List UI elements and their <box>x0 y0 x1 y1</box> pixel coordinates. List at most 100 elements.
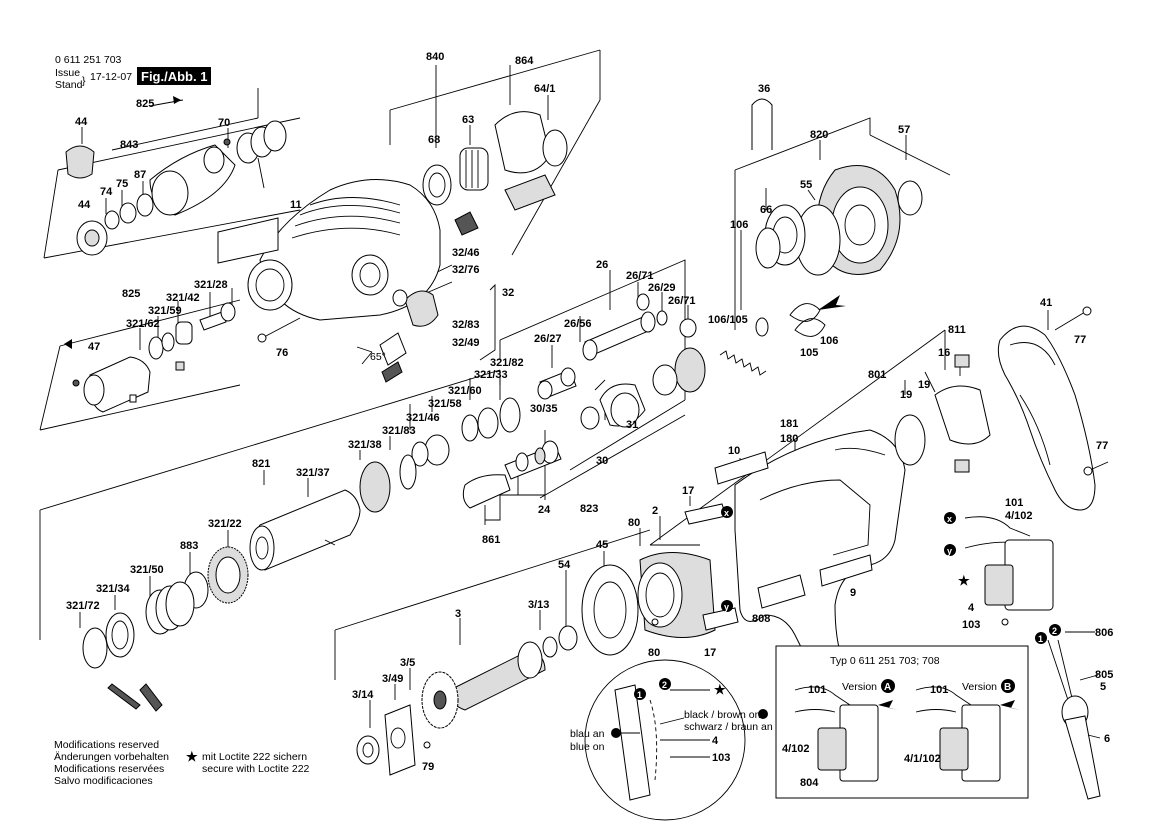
plate-9 <box>819 554 873 587</box>
blue-on-de: blau an <box>570 728 605 740</box>
motor-housing-801 <box>734 429 906 671</box>
marker-1-text <box>611 728 621 738</box>
key-part <box>504 174 556 211</box>
star-icon: ★ <box>186 749 198 764</box>
label-64-1: 64/1 <box>534 83 555 95</box>
label-75: 75 <box>116 178 128 190</box>
clip-321-72 <box>82 627 108 669</box>
star-marker-a: ★ <box>958 573 970 588</box>
spring-106 <box>719 350 767 376</box>
label-825-mid: 825 <box>122 288 140 300</box>
ring-321-33 <box>477 407 499 439</box>
label-321-60: 321/60 <box>448 385 482 397</box>
note-modifications-fr: Modifications reservées <box>54 763 164 775</box>
marker-2-text <box>758 709 768 719</box>
assembly-impact-mechanism: 321/82 321/33 321/60 321/58 321/46 321/8… <box>39 357 524 712</box>
ring-26-29 <box>656 310 668 326</box>
brush-16b <box>954 459 970 473</box>
arrow-825 <box>64 339 72 349</box>
brace: } <box>82 75 86 87</box>
label-80-top: 80 <box>628 517 640 529</box>
assembly-gear-shaft: 24 861 823 <box>462 414 686 546</box>
marker-x-1 <box>721 506 733 518</box>
ring-321-82 <box>499 397 521 433</box>
marker-1-cord-text: 1 <box>1038 634 1043 644</box>
fig-label-box <box>137 67 211 85</box>
label-79: 79 <box>422 761 434 773</box>
label-19-left: 19 <box>900 389 912 401</box>
label-321-83: 321/83 <box>382 425 416 437</box>
label-321-28: 321/28 <box>194 279 228 291</box>
version-a-marker-text: A <box>884 682 891 693</box>
label-806: 806 <box>1095 627 1113 639</box>
label-321-34: 321/34 <box>96 583 131 595</box>
marker-y-1 <box>721 600 733 612</box>
fig-label: Fig./Abb. 1 <box>141 69 207 84</box>
ring-321-38 <box>359 461 391 513</box>
label-105: 105 <box>800 347 818 359</box>
label-66: 66 <box>760 204 772 216</box>
label-26-29: 26/29 <box>648 282 676 294</box>
label-19-right: 19 <box>918 379 930 391</box>
label-103-inset: 103 <box>712 752 730 764</box>
label-32-76: 32/76 <box>452 264 480 276</box>
label-321-37: 321/37 <box>296 467 330 479</box>
version-b-marker-text: B <box>1004 682 1011 693</box>
label-70: 70 <box>218 117 230 129</box>
spring-clip-105 <box>789 303 821 322</box>
brush-32-49 <box>379 332 407 366</box>
plate-10 <box>714 451 769 485</box>
clutch-864 <box>494 111 551 174</box>
gear-31 <box>674 347 706 393</box>
marker-2-inset <box>659 678 671 690</box>
pin-a <box>107 683 141 710</box>
label-65deg: 65° <box>370 351 386 363</box>
o-ring-32-76 <box>392 289 408 307</box>
label-32-83: 32/83 <box>452 319 480 331</box>
label-63: 63 <box>462 114 474 126</box>
type-box: Typ 0 611 251 703; 708 Version A 101 4/1… <box>775 645 1029 799</box>
label-321-59: 321/59 <box>148 305 182 317</box>
label-843: 843 <box>120 139 138 151</box>
rating-plate-11 <box>217 217 279 264</box>
marker-x-2-text: x <box>947 514 952 524</box>
spring-321-42 <box>175 321 193 345</box>
label-76: 76 <box>276 347 288 359</box>
assembly-chuck-group: 44 825 843 70 87 75 74 44 <box>43 88 301 259</box>
label-87: 87 <box>134 169 146 181</box>
label-103: 103 <box>962 619 980 631</box>
label-6: 6 <box>1104 733 1110 745</box>
brush-holder-19 <box>934 385 991 445</box>
marker-2-inset-text: 2 <box>662 680 667 690</box>
label-4-inset: 4 <box>712 735 719 747</box>
issue-label: Issue <box>55 67 80 79</box>
label-321-72: 321/72 <box>66 600 100 612</box>
wiring-inset: 1 2 ★ blau an blue on black / brown on s… <box>570 659 773 821</box>
label-3-5: 3/5 <box>400 657 415 669</box>
marker-y-2 <box>944 544 956 556</box>
label-3-49: 3/49 <box>382 673 403 685</box>
spring-ring-c <box>263 120 287 152</box>
marker-y-2-text: y <box>947 546 952 556</box>
marker-x-2 <box>944 512 956 524</box>
label-24: 24 <box>538 504 551 516</box>
label-30-35: 30/35 <box>530 403 558 415</box>
black-on-de: schwarz / braun an <box>684 721 773 733</box>
bearing-54 <box>558 625 578 651</box>
label-808: 808 <box>752 613 770 625</box>
label-180: 180 <box>780 433 798 445</box>
label-36: 36 <box>758 83 770 95</box>
chuck-sleeve-inner <box>84 229 100 247</box>
marker-1-cord <box>1035 632 1047 644</box>
label-4-switch: 4 <box>968 602 975 614</box>
tab-part <box>381 361 403 383</box>
ring-64-1 <box>542 129 568 167</box>
label-811: 811 <box>948 324 966 336</box>
bearing-68 <box>422 164 452 206</box>
bracket-861 <box>462 474 511 509</box>
label-77-bottom: 77 <box>1096 440 1108 452</box>
label-32: 32 <box>502 287 514 299</box>
label-106-105: 106/105 <box>708 314 748 326</box>
type-a-4-102: 4/102 <box>782 743 810 755</box>
assembly-handle: 41 77 77 <box>997 297 1108 511</box>
